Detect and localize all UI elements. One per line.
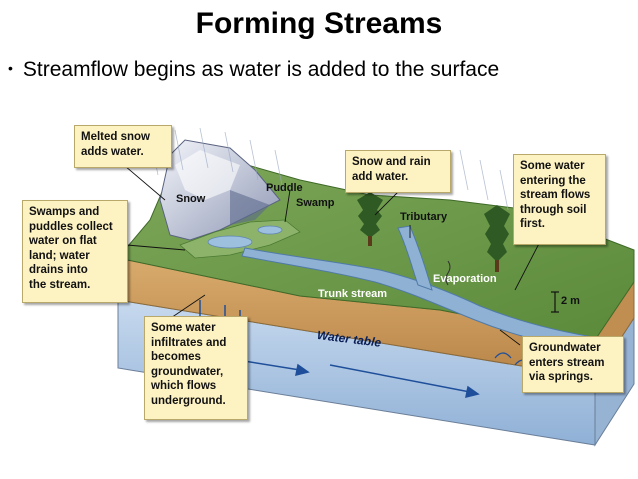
label-tributary: Tributary [400, 211, 448, 223]
callout-groundwater: Groundwater enters stream via springs. [522, 336, 624, 393]
scale-bar [551, 291, 559, 313]
label-swamp: Swamp [296, 197, 335, 209]
snowy-mountain [159, 139, 281, 241]
tree-right [484, 205, 510, 272]
callout-melted-snow: Melted snow adds water. [74, 125, 172, 168]
swamp-area [179, 219, 301, 259]
callout-soil-flow: Some water entering the stream flows thr… [513, 154, 606, 245]
evaporation-icon [445, 260, 451, 286]
bullet-dot-icon: • [8, 60, 13, 76]
callout-infiltrates: Some water infiltrates and becomes groun… [144, 316, 248, 420]
bullet-point: • Streamflow begins as water is added to … [8, 58, 499, 82]
tree-left [357, 192, 383, 246]
slide-title: Forming Streams [195, 7, 443, 40]
label-evaporation: Evaporation [433, 273, 497, 285]
label-scale: 2 m [561, 295, 580, 307]
label-snow: Snow [176, 193, 206, 205]
label-trunk-stream: Trunk stream [318, 288, 388, 300]
tributary-stream [397, 225, 433, 291]
bullet-text: Streamflow begins as water is added to t… [22, 58, 500, 81]
label-puddle: Puddle [266, 182, 303, 194]
callout-swamps: Swamps and puddles collect water on flat… [22, 200, 128, 303]
callout-snow-rain: Snow and rain add water. [345, 150, 451, 193]
